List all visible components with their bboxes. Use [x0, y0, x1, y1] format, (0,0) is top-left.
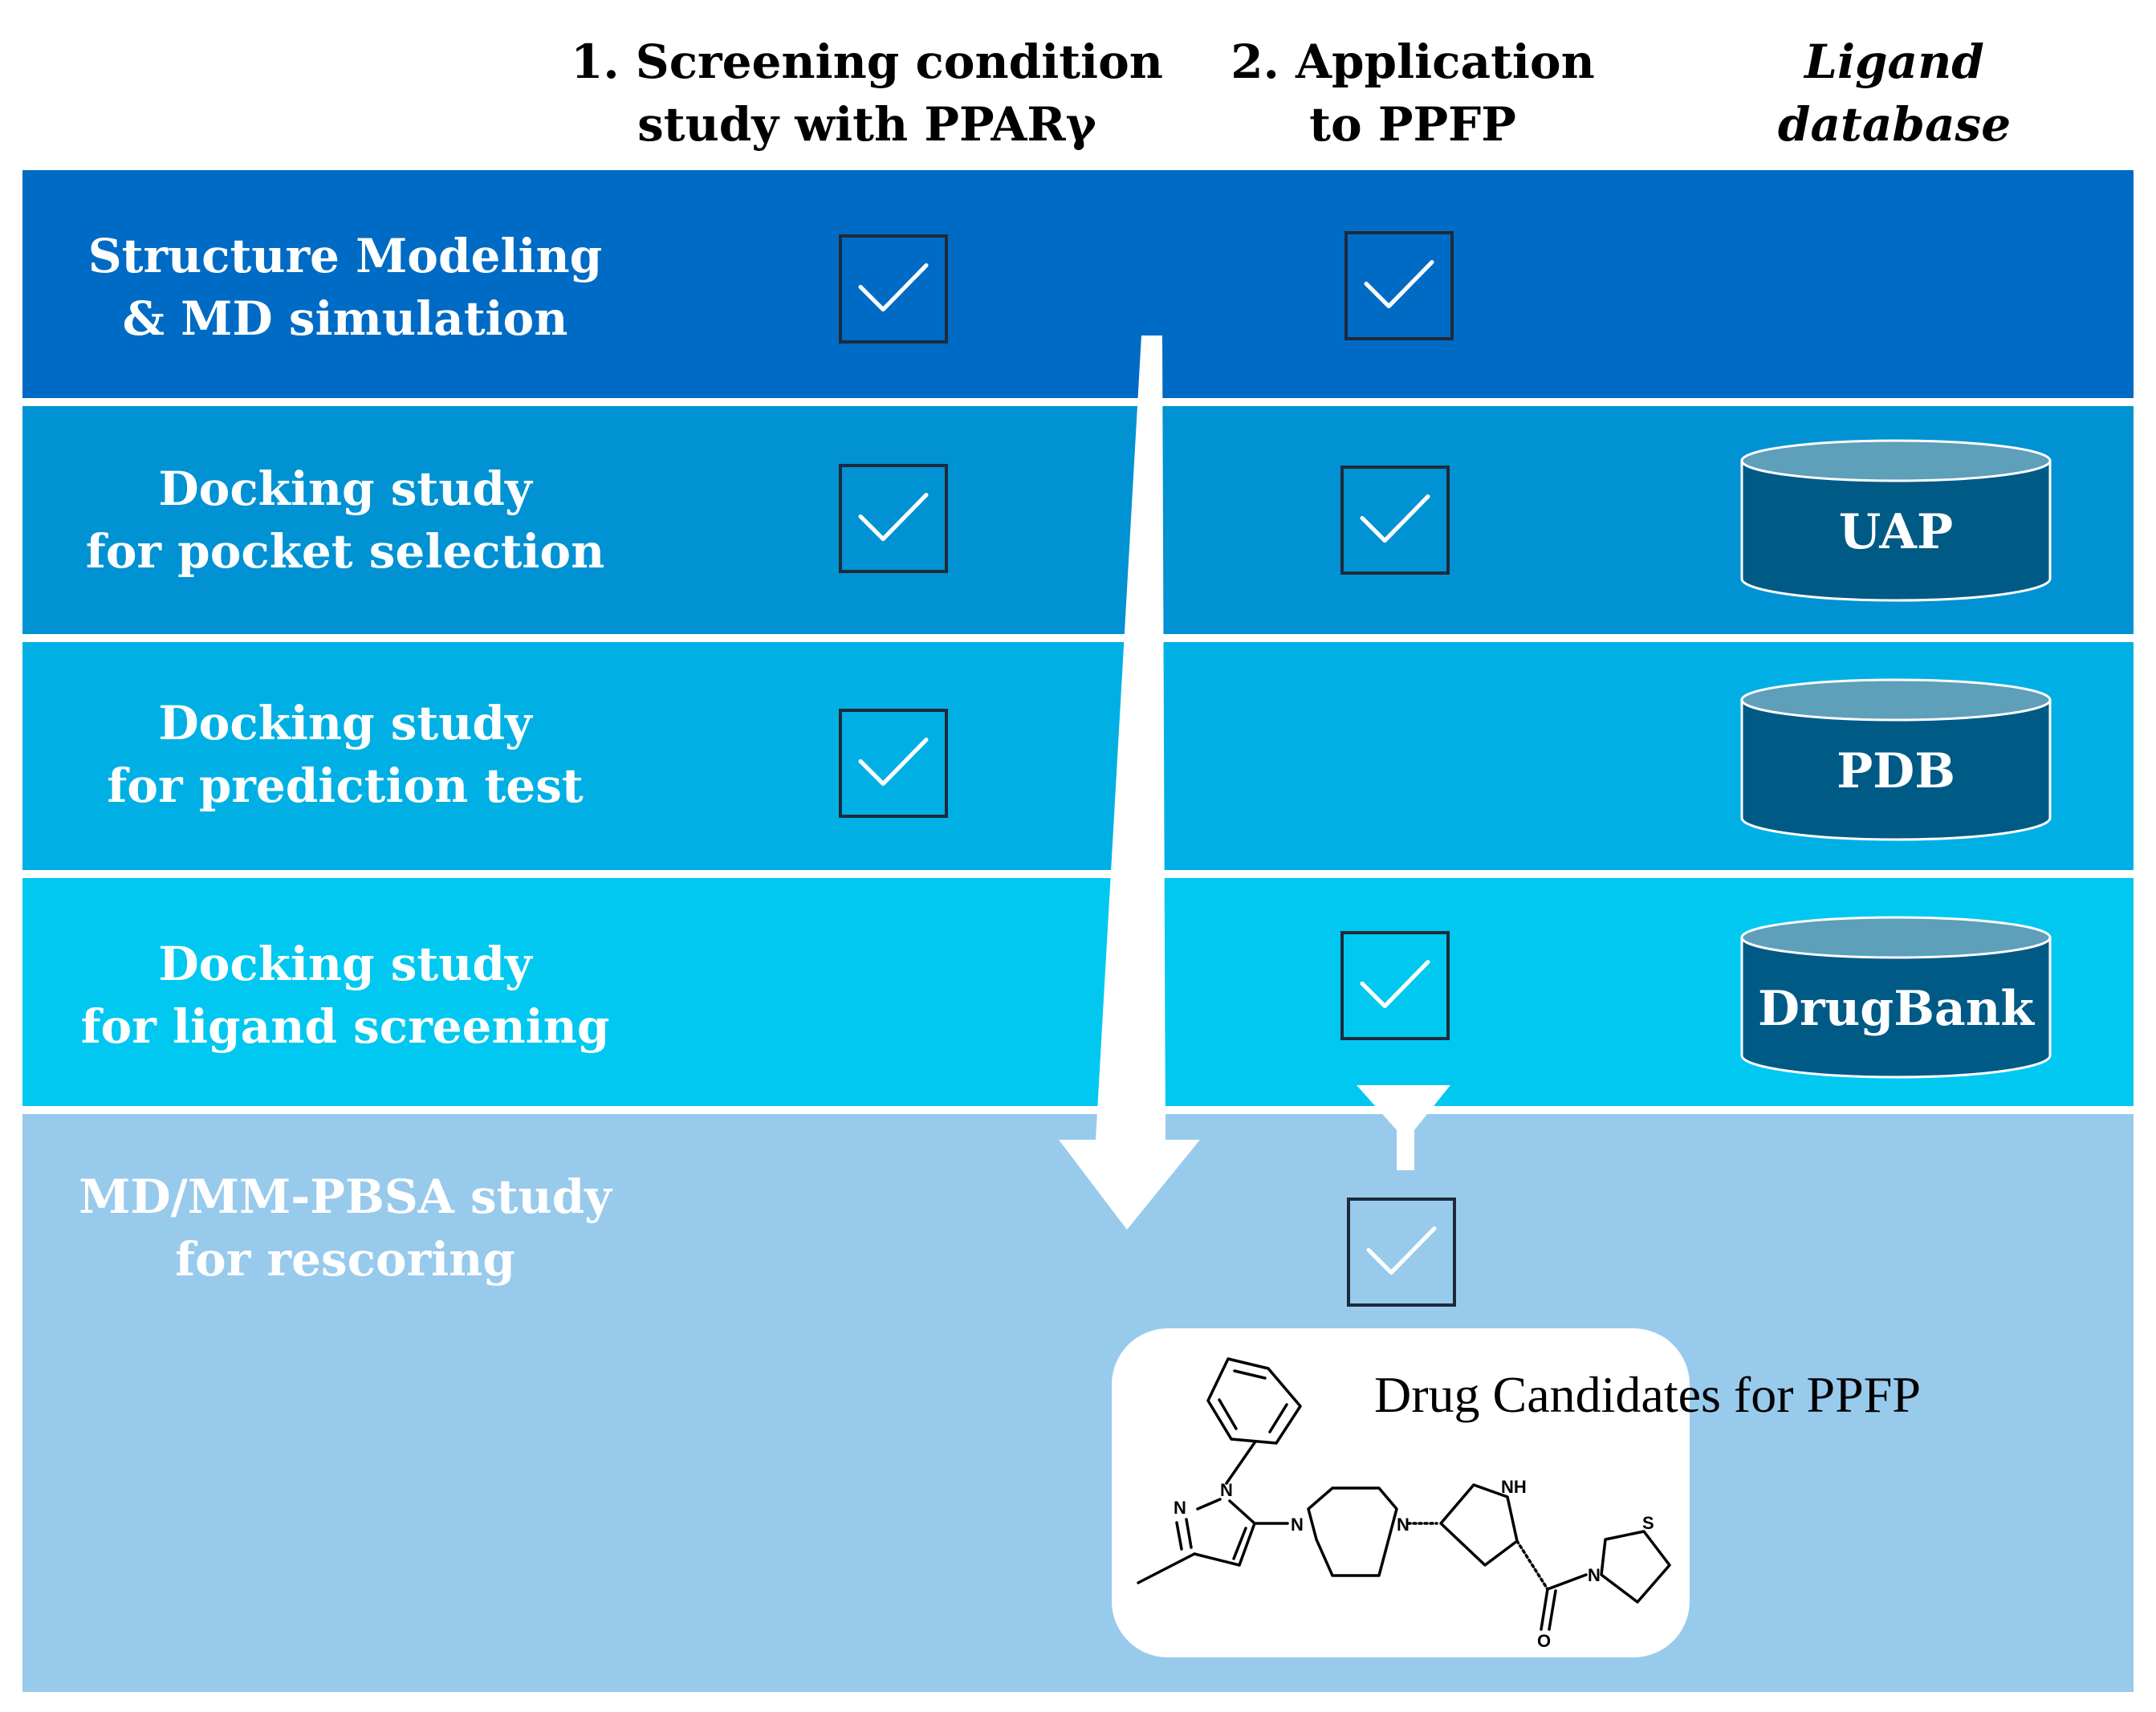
database-cylinder-icon	[1740, 916, 2052, 1079]
check-icon	[1360, 960, 1430, 1009]
checkbox-prediction-test-screening	[839, 709, 948, 818]
row-label-line: & MD simulation	[122, 291, 568, 346]
molecule-bonds	[1137, 1357, 1671, 1631]
atom-label: N	[1174, 1498, 1186, 1518]
row-label-docking-ligand: Docking study for ligand screening	[48, 933, 642, 1058]
atom-label: N	[1291, 1515, 1304, 1535]
header-col3-line1: Ligand	[1804, 35, 1984, 89]
atom-label: O	[1537, 1631, 1551, 1651]
check-icon	[858, 493, 929, 542]
database-cylinder-icon	[1740, 678, 2052, 841]
row-label-line: for ligand screening	[80, 999, 610, 1054]
atom-label: N	[1220, 1480, 1233, 1500]
header-screening-condition: 1. Screening condition study with PPARγ	[562, 30, 1172, 156]
row-label-line: Docking study	[158, 937, 532, 991]
database-label: DrugBank	[1757, 981, 2034, 1037]
molecule-atoms: N N N N NH S N O	[1174, 1477, 1654, 1651]
atom-label: NH	[1501, 1477, 1527, 1497]
row-label-line: Structure Modeling	[87, 229, 603, 283]
row-label-line: MD/MM-PBSA study	[79, 1169, 612, 1224]
database-uap: UAP	[1739, 438, 2052, 603]
header-ligand-database: Ligand database	[1734, 30, 2055, 156]
checkbox-structure-modeling-application	[1344, 231, 1454, 340]
checkbox-pocket-selection-screening	[839, 464, 948, 573]
check-icon	[858, 263, 929, 312]
funnel-arrow	[1357, 1085, 1450, 1170]
database-label: PDB	[1837, 743, 1955, 799]
database-pdb: PDB	[1739, 677, 2052, 842]
row-label-line: Docking study	[158, 462, 532, 516]
atom-label: S	[1642, 1513, 1654, 1533]
drug-candidate-box	[1112, 1328, 1690, 1657]
header-col2-line1: 2. Application	[1231, 35, 1595, 89]
check-icon	[1360, 494, 1430, 543]
check-icon	[1364, 260, 1434, 309]
checkbox-structure-modeling-screening	[839, 234, 948, 344]
row-structure-modeling	[22, 170, 2134, 398]
header-col2-line2: to PPFP	[1309, 97, 1516, 152]
row-label-structure-modeling: Structure Modeling & MD simulation	[48, 225, 642, 350]
row-label-line: for prediction test	[107, 758, 584, 813]
check-icon	[1366, 1226, 1437, 1275]
row-label-line: for pocket selection	[85, 524, 605, 579]
drug-candidate-title: Drug Candidates for PPFP	[1374, 1366, 1921, 1423]
row-label-mm-pbsa: MD/MM-PBSA study for rescoring	[48, 1165, 642, 1291]
atom-label: N	[1397, 1515, 1410, 1535]
check-icon	[858, 738, 929, 787]
atom-label: N	[1588, 1565, 1601, 1585]
row-mm-pbsa-rescoring	[22, 1114, 2134, 1692]
checkbox-rescoring-application	[1347, 1198, 1456, 1307]
header-col1-line2: study with PPARγ	[637, 97, 1096, 152]
checkbox-ligand-screening-application	[1340, 931, 1450, 1040]
row-label-docking-prediction: Docking study for prediction test	[48, 692, 642, 817]
database-label: UAP	[1838, 504, 1954, 560]
database-drugbank: DrugBank	[1739, 915, 2052, 1080]
row-label-line: Docking study	[158, 696, 532, 750]
row-label-line: for rescoring	[175, 1232, 515, 1287]
header-col3-line2: database	[1777, 97, 2012, 152]
header-application: 2. Application to PPFP	[1172, 30, 1654, 156]
down-arrow	[1059, 335, 1200, 1230]
row-label-docking-pocket: Docking study for pocket selection	[48, 457, 642, 583]
database-cylinder-icon	[1740, 439, 2052, 602]
checkbox-pocket-selection-application	[1340, 466, 1450, 575]
header-col1-line1: 1. Screening condition	[571, 35, 1163, 89]
